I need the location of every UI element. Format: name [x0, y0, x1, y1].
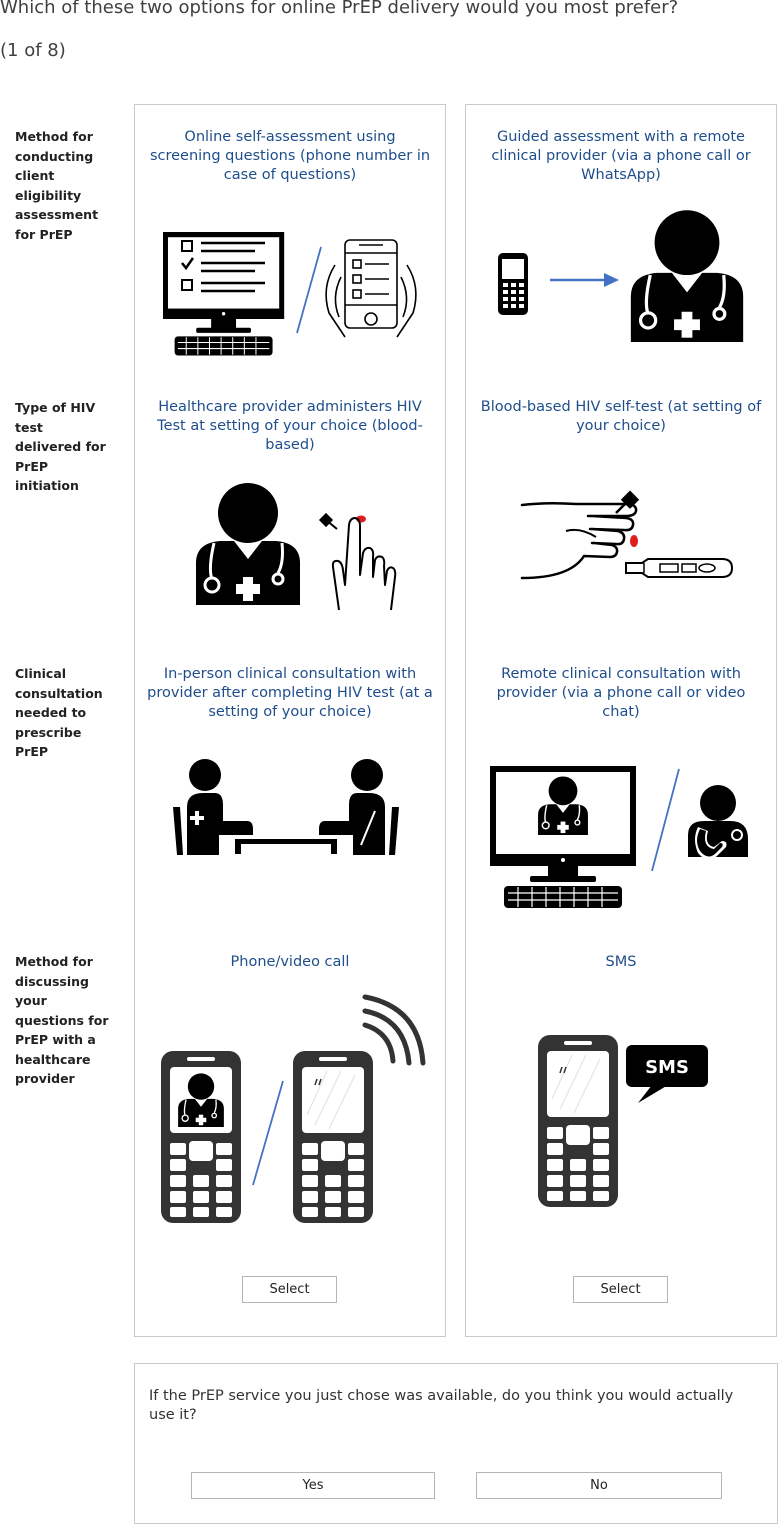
- divider-slash: [296, 246, 322, 334]
- option-b-illustrations: SMS: [489, 208, 748, 1207]
- doctor-icon: [629, 208, 745, 344]
- attribute-label-hiv-test-type: Type of HIV test delivered for PrEP init…: [15, 400, 106, 493]
- phone-screen-glare: [551, 1054, 601, 1114]
- option-card-b[interactable]: Guided assessment with a remote clinical…: [465, 104, 777, 1337]
- select-option-a-button[interactable]: Select: [242, 1276, 337, 1303]
- option-a-illustrations: [161, 231, 426, 1223]
- calling-phone-icon: [293, 994, 426, 1223]
- in-person-consultation-icon: [173, 759, 399, 855]
- sms-bubble-icon: SMS: [626, 1045, 708, 1103]
- doctor-phone-icon: [161, 1051, 241, 1223]
- attribute-label-clinical-consultation: Clinical consultation needed to prescrib…: [15, 666, 103, 759]
- option-card-a[interactable]: Online self-assessment using screening q…: [134, 104, 446, 1337]
- phone-screen-glare-marks: [559, 1066, 567, 1074]
- divider-slash: [252, 1080, 284, 1186]
- followup-panel: If the PrEP service you just chose was a…: [134, 1363, 778, 1524]
- tablet-form-icon: [325, 239, 417, 338]
- person-phone-icon: [688, 785, 748, 860]
- select-option-b-button[interactable]: Select: [573, 1276, 668, 1303]
- question-counter: (1 of 8): [0, 40, 66, 61]
- finger-prick-icon: [318, 512, 397, 611]
- mobile-phone-icon: [498, 253, 528, 315]
- arrow-right-icon: [550, 273, 619, 287]
- option-b-hiv-test-text: Blood-based HIV self-test (at setting of…: [480, 399, 762, 434]
- option-a-questions-text: Phone/video call: [230, 954, 350, 970]
- survey-question: Which of these two options for online Pr…: [0, 0, 679, 18]
- sms-bubble-text: SMS: [645, 1057, 689, 1078]
- option-b-consultation-text: Remote clinical consultation with provid…: [496, 666, 746, 720]
- doctor-icon: [194, 481, 302, 607]
- yes-button[interactable]: Yes: [191, 1472, 435, 1499]
- attribute-label-questions-method: Method for discussing your questions for…: [15, 954, 109, 1086]
- option-a-eligibility-text: Online self-assessment using screening q…: [149, 129, 431, 183]
- attribute-label-eligibility-assessment: Method for conducting client eligibility…: [15, 129, 99, 242]
- option-b-eligibility-text: Guided assessment with a remote clinical…: [491, 129, 751, 183]
- blood-self-test-icon: [520, 490, 734, 580]
- computer-checklist-icon: [162, 231, 285, 357]
- video-consultation-icon: [489, 765, 637, 909]
- option-a-consultation-text: In-person clinical consultation with pro…: [147, 666, 433, 720]
- divider-slash: [651, 768, 680, 872]
- option-b-questions-text: SMS: [605, 954, 637, 970]
- sms-phone-icon: [538, 1035, 618, 1207]
- followup-question: If the PrEP service you just chose was a…: [149, 1388, 734, 1423]
- no-button[interactable]: No: [476, 1472, 722, 1499]
- option-a-hiv-test-text: Healthcare provider administers HIV Test…: [157, 399, 423, 453]
